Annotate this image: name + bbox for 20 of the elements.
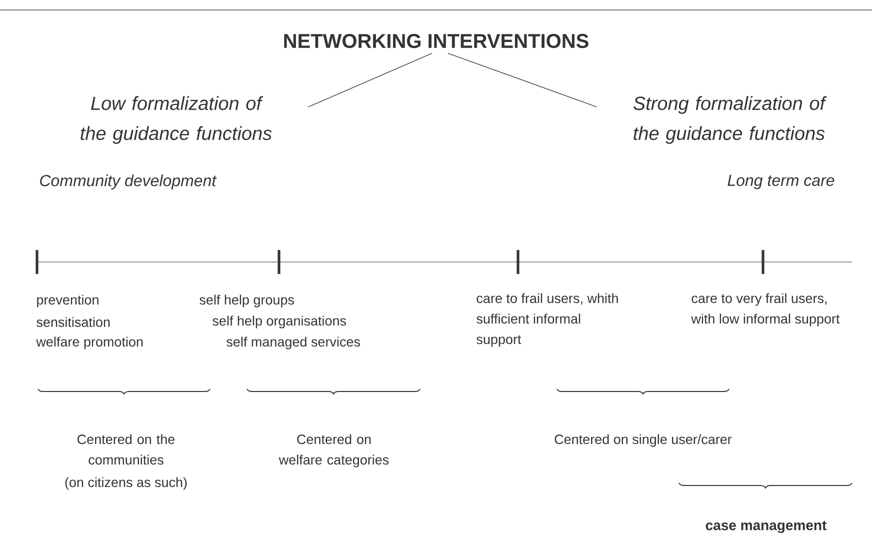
description-text: care to very frail users, with low informal support xyxy=(691,293,840,326)
group-label: Centered on single user/carer xyxy=(554,434,732,447)
description-text: care to frail users, whith sufficient informal support xyxy=(476,293,618,347)
list-item: self help organisations xyxy=(212,316,346,328)
title-text: NETWORKING INTERVENTIONS xyxy=(284,34,588,48)
group-label: Centered on the communities xyxy=(78,434,175,465)
connector-line xyxy=(448,52,598,108)
list-item: prevention xyxy=(37,294,98,308)
list-item: self managed services xyxy=(226,336,360,350)
category-label: Long term care xyxy=(728,174,834,190)
group-label: Centered on welfare categories xyxy=(278,434,389,468)
heading-text: Strong formalization of the guidance functions xyxy=(633,96,827,144)
list-item: self help groups xyxy=(200,294,294,308)
list-item: welfare promotion xyxy=(36,336,143,350)
connector-line xyxy=(308,52,432,108)
heading-text: Low formalization of the guidance functions xyxy=(80,96,272,144)
list-item: sensitisation xyxy=(36,317,110,327)
category-label: Community development xyxy=(40,174,217,190)
group-label: (on citizens as such) xyxy=(65,477,187,490)
emphasis-label: case management xyxy=(706,520,826,534)
